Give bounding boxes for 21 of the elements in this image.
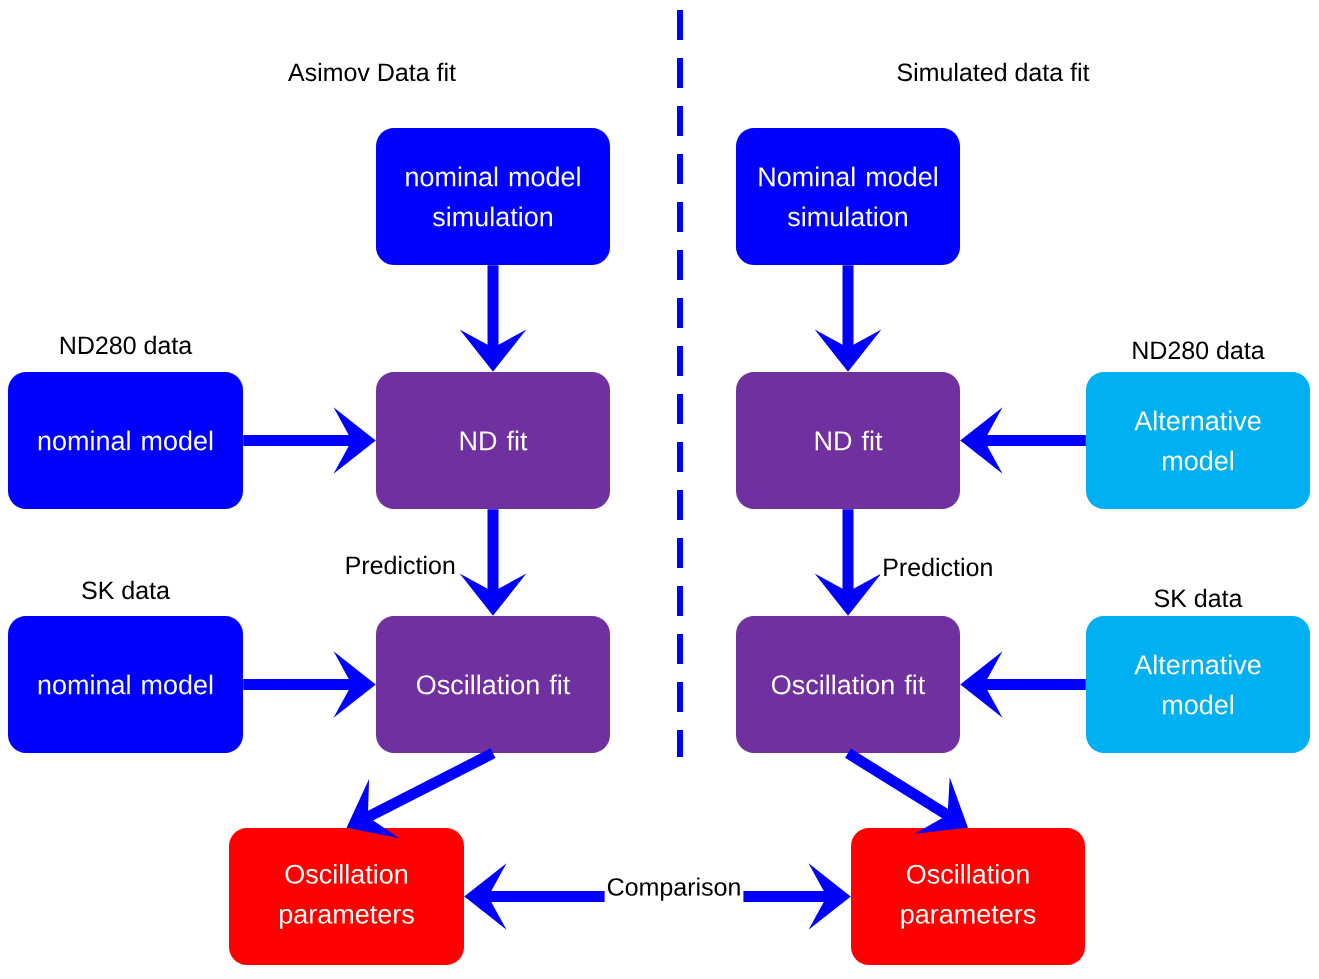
process-box: Oscillation fit xyxy=(376,616,610,753)
box-heading: SK data xyxy=(82,580,170,600)
process-box: nominal model simulation xyxy=(376,128,610,265)
process-box: Oscillation fit xyxy=(736,616,960,753)
box-heading: ND280 data xyxy=(60,335,193,355)
process-box: Oscillation parameters xyxy=(229,828,464,965)
process-box: Alternative model xyxy=(1086,372,1310,509)
box-heading: ND280 data xyxy=(1133,340,1265,360)
process-box: nominal model xyxy=(8,372,243,509)
process-box: Alternative model xyxy=(1086,616,1310,753)
process-box: Nominal model simulation xyxy=(736,128,960,265)
edge-label: Comparison xyxy=(604,875,744,903)
section-title: Asimov Data fit xyxy=(288,62,456,82)
process-box: nominal model xyxy=(8,616,243,753)
section-title: Simulated data fit xyxy=(897,62,1090,82)
box-heading: SK data xyxy=(1154,588,1243,608)
process-box: ND fit xyxy=(376,372,610,509)
edge-label: Prediction xyxy=(342,553,458,577)
edge-label: Prediction xyxy=(880,555,996,579)
process-box: Oscillation parameters xyxy=(851,828,1085,965)
process-box: ND fit xyxy=(736,372,960,509)
